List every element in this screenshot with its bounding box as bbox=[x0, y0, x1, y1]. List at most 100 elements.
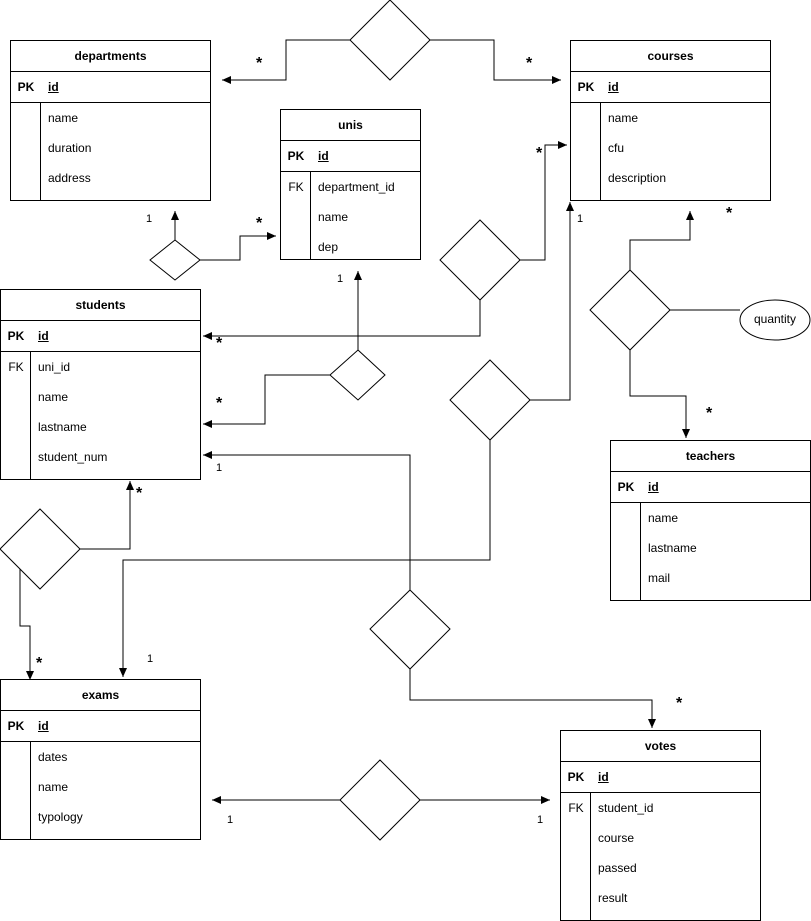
entity-title: exams bbox=[1, 680, 200, 711]
entity-exams[interactable]: exams PK id dates name typology bbox=[0, 679, 201, 840]
cardinality-many: * bbox=[36, 655, 43, 672]
field-key: FK bbox=[288, 180, 304, 194]
cardinality-many: * bbox=[676, 695, 683, 712]
cardinality-many: * bbox=[136, 485, 143, 502]
field-name: uni_id bbox=[38, 360, 71, 374]
field-name: name bbox=[608, 111, 639, 125]
edge-rel2-unis bbox=[200, 232, 276, 261]
pk-label: PK bbox=[7, 719, 25, 733]
field-name: address bbox=[48, 171, 91, 185]
cardinality-many: * bbox=[526, 55, 533, 72]
edge-rel1-courses bbox=[430, 39, 561, 84]
field-row: name bbox=[1, 772, 200, 802]
cardinality-one: 1 bbox=[537, 814, 544, 826]
field-row: course bbox=[561, 823, 760, 853]
pk-field: id bbox=[38, 719, 49, 733]
pk-label: PK bbox=[17, 80, 35, 94]
field-name: typology bbox=[38, 810, 83, 824]
key-column-divider bbox=[590, 792, 591, 920]
relationship-diamond-departments-unis bbox=[149, 239, 201, 281]
cardinality-many: * bbox=[536, 145, 543, 162]
entity-courses[interactable]: courses PK id name cfu description bbox=[570, 40, 771, 201]
cardinality-one: 1 bbox=[227, 814, 234, 826]
cardinality-many: * bbox=[256, 55, 263, 72]
edge-rel3-students bbox=[203, 300, 481, 340]
field-row: result bbox=[561, 883, 760, 913]
field-name: name bbox=[648, 511, 679, 525]
field-row: typology bbox=[1, 802, 200, 832]
field-name: dep bbox=[318, 240, 339, 254]
relationship-diamond-unis-students bbox=[329, 349, 386, 401]
entity-students[interactable]: students PK id FK uni_id name lastname st… bbox=[0, 289, 201, 480]
field-row: passed bbox=[561, 853, 760, 883]
cardinality-many: * bbox=[216, 395, 223, 412]
entity-title: teachers bbox=[611, 441, 810, 472]
field-key: FK bbox=[568, 801, 584, 815]
key-column-divider bbox=[40, 102, 41, 200]
field-row: FK student_id bbox=[561, 793, 760, 823]
pk-field: id bbox=[598, 770, 609, 784]
field-name: lastname bbox=[648, 541, 697, 555]
pk-row: PK id bbox=[571, 72, 770, 103]
field-name: name bbox=[48, 111, 79, 125]
pk-field: id bbox=[318, 149, 329, 163]
attribute-quantity-ellipse bbox=[739, 299, 811, 341]
edge-rel6-exams bbox=[119, 440, 491, 677]
key-column-divider bbox=[30, 741, 31, 839]
pk-row: PK id bbox=[1, 711, 200, 742]
entity-title: votes bbox=[561, 731, 760, 762]
cardinality-many: * bbox=[706, 405, 713, 422]
field-key: FK bbox=[8, 360, 24, 374]
entity-title: students bbox=[1, 290, 200, 321]
entity-teachers[interactable]: teachers PK id name lastname mail bbox=[610, 440, 811, 601]
field-name: student_id bbox=[598, 801, 654, 815]
edge-rel7-exams bbox=[19, 569, 34, 680]
field-row: name bbox=[571, 103, 770, 133]
field-name: duration bbox=[48, 141, 92, 155]
relationship-diamond-exams-votes bbox=[339, 759, 421, 841]
pk-row: PK id bbox=[281, 141, 420, 172]
cardinality-one: 1 bbox=[337, 273, 344, 285]
field-name: course bbox=[598, 831, 635, 845]
pk-field: id bbox=[648, 480, 659, 494]
field-name: dates bbox=[38, 750, 68, 764]
field-row: address bbox=[11, 163, 210, 193]
key-column-divider bbox=[640, 502, 641, 600]
entity-votes[interactable]: votes PK id FK student_id course passed r… bbox=[560, 730, 761, 921]
field-row: description bbox=[571, 163, 770, 193]
field-row: student_num bbox=[1, 442, 200, 472]
edge-rel8-students bbox=[203, 451, 411, 590]
pk-row: PK id bbox=[1, 321, 200, 352]
key-column-divider bbox=[30, 351, 31, 479]
field-row: name bbox=[281, 202, 420, 232]
relationship-diamond-students-exams bbox=[0, 508, 81, 590]
pk-label: PK bbox=[287, 149, 305, 163]
cardinality-many: * bbox=[256, 215, 263, 232]
cardinality-many: * bbox=[216, 335, 223, 352]
cardinality-one: 1 bbox=[577, 213, 584, 225]
pk-label: PK bbox=[567, 770, 585, 784]
key-column-divider bbox=[600, 102, 601, 200]
field-name: lastname bbox=[38, 420, 87, 434]
cardinality-many: * bbox=[726, 205, 733, 222]
cardinality-one: 1 bbox=[147, 653, 154, 665]
edge-rel3-courses bbox=[520, 141, 567, 261]
field-row: lastname bbox=[611, 533, 810, 563]
field-name: result bbox=[598, 891, 628, 905]
field-name: name bbox=[38, 780, 69, 794]
pk-label: PK bbox=[577, 80, 595, 94]
relationship-diamond-courses-exams bbox=[449, 359, 531, 441]
pk-row: PK id bbox=[561, 762, 760, 793]
field-row: cfu bbox=[571, 133, 770, 163]
field-row: mail bbox=[611, 563, 810, 593]
relationship-diamond-courses-students bbox=[439, 219, 521, 301]
field-name: name bbox=[38, 390, 69, 404]
relationship-diamond-departments-courses bbox=[349, 0, 431, 81]
field-row: duration bbox=[11, 133, 210, 163]
edge-rel7-students bbox=[80, 481, 134, 550]
entity-departments[interactable]: departments PK id name duration address bbox=[10, 40, 211, 201]
pk-field: id bbox=[608, 80, 619, 94]
